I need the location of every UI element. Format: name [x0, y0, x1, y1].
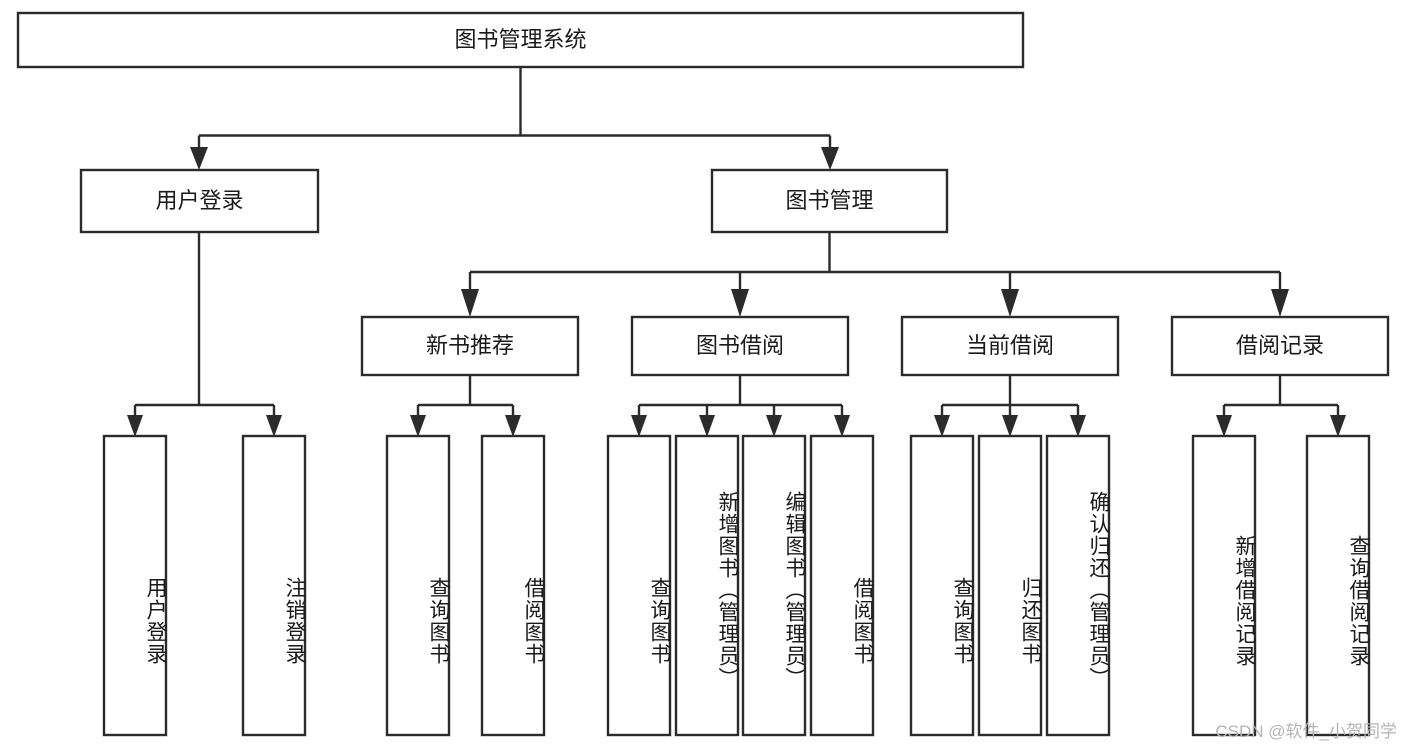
- arrow-head-leaf-bb-2: [766, 415, 782, 437]
- arrow-head-leaf-bb-1: [699, 415, 715, 437]
- leaf-box-bb-2[interactable]: [741, 434, 807, 737]
- arrow-head-leaf-bb-3: [834, 415, 850, 437]
- node-box-user-login[interactable]: [79, 168, 320, 234]
- leaf-box-bb-1[interactable]: [674, 434, 740, 737]
- node-root-system[interactable]: 图书管理系统: [16, 11, 1025, 69]
- node-new-book-recommend[interactable]: 新书推荐: [360, 315, 580, 377]
- node-box-book-borrow[interactable]: [630, 315, 850, 377]
- arrow-head-book-manage: [821, 147, 839, 170]
- leaf-box-bb-0[interactable]: [606, 434, 672, 737]
- arrow-head-leaf-br-0: [1216, 415, 1232, 437]
- arrow-head-level3-2: [1001, 289, 1019, 317]
- connector-group-book-manage: [461, 232, 1289, 317]
- leaf-box-cb-2[interactable]: [1045, 434, 1111, 737]
- arrow-head-leaf-bb-0: [631, 415, 647, 437]
- node-box-new-book-recommend[interactable]: [360, 315, 580, 377]
- leaf-box-br-0[interactable]: [1191, 434, 1257, 737]
- leaf-box-user-login-1[interactable]: [241, 434, 307, 737]
- node-label-current-borrow: 当前借阅: [966, 333, 1054, 358]
- arrow-head-leaf-user-login-1: [266, 415, 282, 437]
- leaf-box-nbr-0[interactable]: [385, 434, 451, 737]
- leaf-box-cb-0[interactable]: [909, 434, 975, 737]
- node-book-manage[interactable]: 图书管理: [710, 168, 949, 234]
- node-label-root-system: 图书管理系统: [454, 27, 586, 52]
- arrow-head-leaf-br-1: [1330, 415, 1346, 437]
- leaf-box-cb-1[interactable]: [977, 434, 1043, 737]
- arrow-head-level3-3: [1271, 289, 1289, 317]
- arrow-head-user-login: [190, 147, 208, 170]
- node-label-borrow-record: 借阅记录: [1236, 333, 1324, 358]
- arrow-head-leaf-cb-1: [1002, 415, 1018, 437]
- node-user-login[interactable]: 用户登录: [79, 168, 320, 234]
- node-current-borrow[interactable]: 当前借阅: [900, 315, 1120, 377]
- node-box-root-system[interactable]: [16, 11, 1025, 69]
- leaf-boxes: [102, 434, 1371, 737]
- arrow-head-level3-0: [461, 289, 479, 317]
- watermark-text: CSDN @软件_小贺同学: [1215, 722, 1397, 741]
- arrow-head-leaf-nbr-1: [505, 415, 521, 437]
- leaf-box-nbr-1[interactable]: [480, 434, 546, 737]
- node-book-borrow[interactable]: 图书借阅: [630, 315, 850, 377]
- node-label-book-borrow: 图书借阅: [696, 333, 784, 358]
- connector-group-book-borrow: [631, 375, 850, 437]
- connector-group-borrow-record: [1216, 375, 1346, 437]
- leaf-box-user-login-0[interactable]: [102, 434, 168, 737]
- connector-group-user-login: [127, 232, 282, 437]
- arrow-head-leaf-cb-2: [1070, 415, 1086, 437]
- connector-group-current-borrow: [934, 375, 1086, 437]
- arrow-head-leaf-user-login-0: [127, 415, 143, 437]
- node-label-new-book-recommend: 新书推荐: [426, 333, 514, 358]
- leaf-box-br-1[interactable]: [1305, 434, 1371, 737]
- node-label-book-manage: 图书管理: [785, 188, 873, 213]
- arrow-head-leaf-cb-0: [934, 415, 950, 437]
- node-label-user-login: 用户登录: [155, 188, 243, 213]
- node-borrow-record[interactable]: 借阅记录: [1170, 315, 1390, 377]
- leaf-box-bb-3[interactable]: [809, 434, 875, 737]
- node-box-borrow-record[interactable]: [1170, 315, 1390, 377]
- arrow-head-level3-1: [731, 289, 749, 317]
- connector-group-root: [190, 67, 839, 170]
- arrow-head-leaf-nbr-0: [410, 415, 426, 437]
- connector-group-new-book-recommend: [410, 375, 521, 437]
- node-box-current-borrow[interactable]: [900, 315, 1120, 377]
